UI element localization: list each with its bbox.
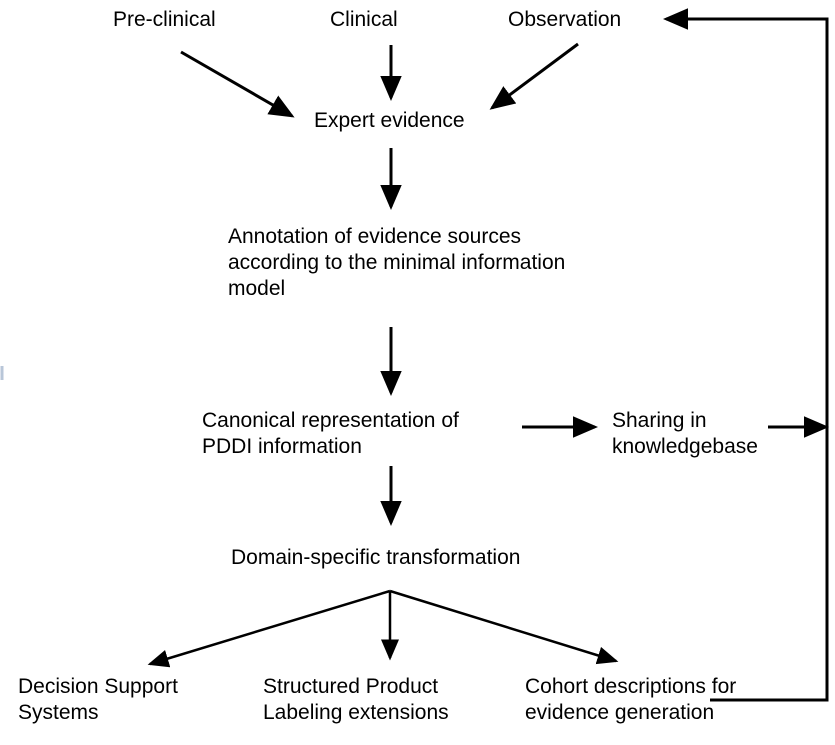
- edge-pre-clinical-to-expert-evidence: [180, 50, 295, 118]
- node-observation: Observation: [508, 8, 622, 31]
- edge-transformation-to-cohort-descriptions: [389, 589, 619, 665]
- node-structured-product-labeling: Structured Product Labeling extensions: [263, 675, 449, 724]
- edge-observation-to-expert-evidence: [489, 42, 579, 110]
- node-pre-clinical: Pre-clinical: [113, 8, 216, 31]
- edge-transformation-to-decision-support-systems: [147, 589, 391, 668]
- node-sharing-in-knowledgebase: Sharing in knowledgebase: [612, 409, 758, 458]
- node-expert-evidence: Expert evidence: [314, 109, 465, 132]
- node-canonical-representation: Canonical representation of PDDI informa…: [202, 409, 459, 458]
- node-clinical: Clinical: [330, 8, 398, 31]
- node-decision-support-systems: Decision Support Systems: [18, 675, 178, 724]
- node-domain-specific-transformation: Domain-specific transformation: [231, 546, 521, 569]
- node-cohort-descriptions: Cohort descriptions for evidence generat…: [525, 675, 737, 724]
- node-annotation-of-evidence-sources: Annotation of evidence sources according…: [228, 225, 566, 300]
- edge-cohort-to-observation-feedback-loop: [663, 8, 829, 702]
